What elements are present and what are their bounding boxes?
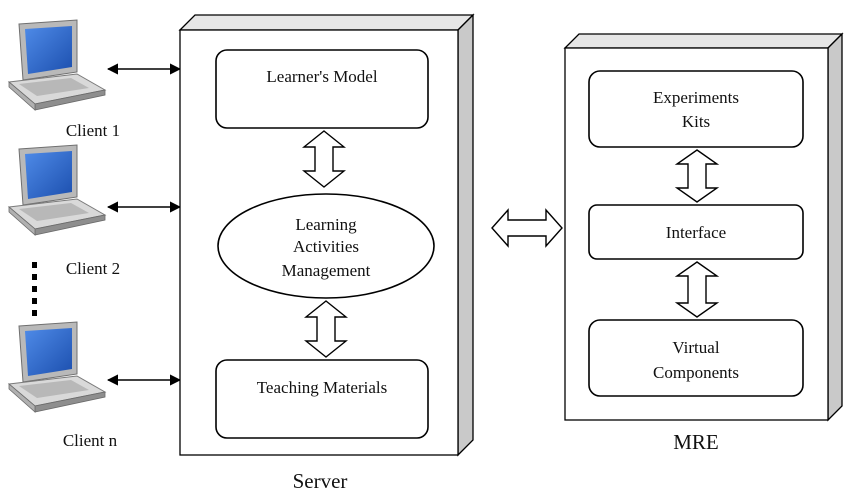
experiments-kits-line-1: Experiments <box>653 88 739 107</box>
interface-label: Interface <box>666 223 726 242</box>
experiments-kits-box <box>588 70 804 148</box>
mre-label: MRE <box>673 430 719 454</box>
learning-activities-line-3: Management <box>282 261 371 280</box>
teaching-materials-box <box>215 359 429 439</box>
client-2: Client 2 <box>8 144 120 278</box>
learners-model-box <box>215 49 429 129</box>
ellipsis-dots <box>32 262 37 316</box>
laptop-icon <box>8 19 106 111</box>
client-2-label: Client 2 <box>66 259 120 278</box>
virtual-components-line-2: Components <box>653 363 739 382</box>
activities-materials-arrow <box>304 300 348 358</box>
teaching-materials-label: Teaching Materials <box>257 378 388 397</box>
learning-activities-ellipse <box>217 193 435 299</box>
interface-box <box>588 204 804 260</box>
client-n-label: Client n <box>63 431 118 450</box>
client-n: Client n <box>8 321 118 450</box>
virtual-components-line-1: Virtual <box>672 338 719 357</box>
kits-interface-arrow <box>674 149 720 203</box>
experiments-kits-line-2: Kits <box>682 112 710 131</box>
laptop-icon <box>8 321 106 413</box>
learning-activities-line-2: Activities <box>293 237 359 256</box>
laptop-icon <box>8 144 106 236</box>
server-mre-arrow <box>491 208 563 248</box>
client-1-label: Client 1 <box>66 121 120 140</box>
virtual-components-box <box>588 319 804 397</box>
client-1: Client 1 <box>8 19 120 140</box>
learners-model-label: Learner's Model <box>266 67 377 86</box>
interface-components-arrow <box>674 261 720 318</box>
model-activities-arrow <box>302 130 346 188</box>
learning-activities-line-1: Learning <box>295 215 357 234</box>
server-label: Server <box>293 469 348 493</box>
